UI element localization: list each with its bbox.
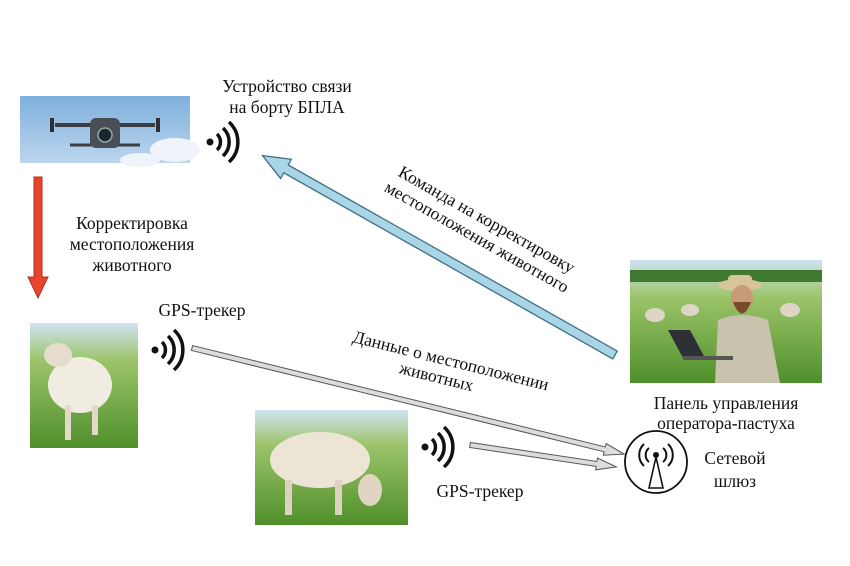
- tracker1-label: GPS-трекер: [159, 300, 246, 320]
- gateway-label-line2: шлюз: [714, 471, 756, 491]
- uav-device-label-line2: на борту БПЛА: [229, 97, 345, 117]
- wireless-signal-icon: [206, 120, 240, 164]
- sheep-image-1: [30, 323, 138, 448]
- correction-label-line3: животного: [91, 255, 172, 275]
- drone-image: [20, 96, 200, 167]
- command-label-line1: Команда на корректировку: [395, 161, 579, 277]
- location-data-arrow-1: [190, 344, 626, 456]
- correction-arrow: [27, 176, 49, 300]
- shepherd-operator-image: [630, 260, 822, 383]
- location-data-arrow-2: [469, 441, 619, 471]
- gateway-label-line1: Сетевой: [704, 448, 765, 468]
- network-gateway-icon: [624, 430, 688, 494]
- correction-label-line2: местоположения: [70, 234, 195, 254]
- tracker2-label: GPS-трекер: [437, 481, 524, 501]
- wireless-signal-icon: [421, 425, 455, 469]
- correction-label-line1: Корректировка: [76, 213, 188, 233]
- command-arrow: [261, 154, 619, 360]
- wireless-signal-icon: [151, 328, 185, 372]
- sheep-image-2: [255, 410, 408, 525]
- operator-panel-label-line2: оператора-пастуха: [657, 413, 795, 433]
- uav-device-label-line1: Устройство связи: [222, 76, 352, 96]
- operator-panel-label-line1: Панель управления: [654, 393, 799, 413]
